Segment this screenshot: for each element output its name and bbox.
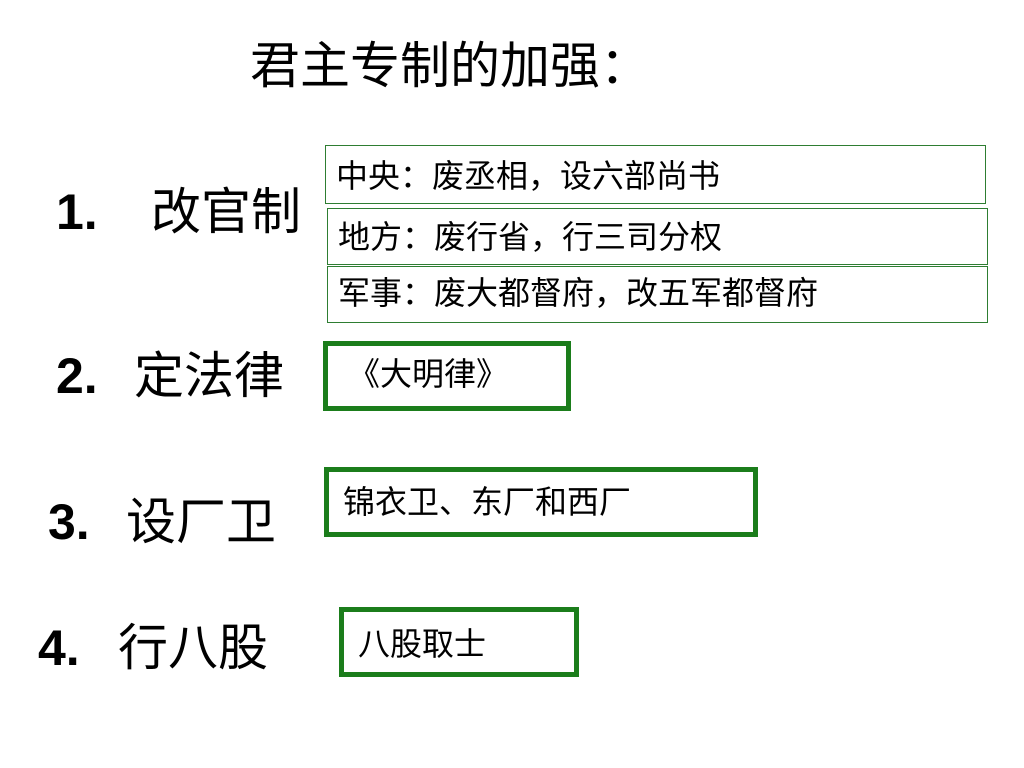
detail-box-guards: 锦衣卫、东厂和西厂 [324,467,758,537]
list-item-set-laws: 2. 定法律 [56,344,284,408]
detail-box-exam: 八股取士 [339,607,579,677]
item-label: 设厂卫 [126,493,276,551]
item-number: 1. [56,184,98,240]
item-label: 改官制 [151,183,301,241]
detail-box-military: 军事：废大都督府，改五军都督府 [327,266,988,323]
detail-box-ming-code: 《大明律》 [323,341,571,411]
item-number: 4. [38,620,80,676]
detail-box-central: 中央：废丞相，设六部尚书 [325,145,986,204]
list-item-eight-legged-essay: 4. 行八股 [38,616,268,680]
item-number: 3. [48,494,90,550]
item-number: 2. [56,348,98,404]
list-item-secret-police: 3. 设厂卫 [48,490,276,554]
item-label: 行八股 [118,619,268,677]
page-title: 君主专制的加强： [250,37,650,95]
item-label: 定法律 [134,347,284,405]
list-item-reform-officials: 1. 改官制 [56,180,301,244]
detail-box-local: 地方：废行省，行三司分权 [327,208,988,265]
